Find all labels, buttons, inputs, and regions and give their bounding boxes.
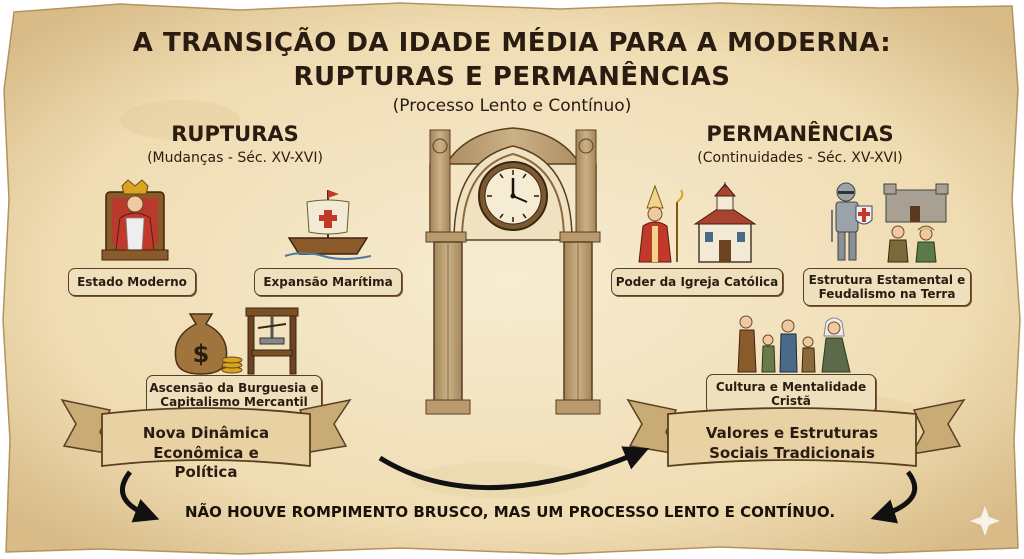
caravel-ship-icon [284, 190, 372, 260]
permanencias-heading: PERMANÊNCIAS [706, 122, 894, 146]
permanencias-subheading: (Continuidades - Séc. XV-XVI) [697, 150, 903, 166]
knight-castle-peasants-icon [831, 182, 949, 263]
praying-family-icon [737, 315, 851, 373]
footer-conclusion: NÃO HOUVE ROMPIMENTO BRUSCO, MAS UM PROC… [184, 503, 836, 521]
king-on-throne-icon [101, 179, 169, 261]
right-banner-text: Valores e Estruturas Sociais Tradicionai… [705, 424, 879, 462]
title-line-2: RUPTURAS E PERMANÊNCIAS [293, 62, 731, 92]
label-estrutura-estamental: Estrutura Estamental e Feudalismo na Ter… [803, 268, 971, 306]
gothic-arch-clock-icon [425, 127, 601, 415]
left-banner-scroll [60, 398, 352, 468]
sparkle-icon [970, 506, 1000, 536]
rupturas-subheading: (Mudanças - Séc. XV-XVI) [147, 150, 323, 166]
title-line-1: A TRANSIÇÃO DA IDADE MÉDIA PARA A MODERN… [132, 28, 892, 58]
center-arrow [378, 446, 650, 491]
svg-text:$: $ [193, 340, 210, 368]
right-banner-scroll [626, 398, 966, 467]
label-poder-igreja: Poder da Igreja Católica [611, 268, 783, 296]
right-curved-arrow [870, 470, 918, 524]
rupturas-heading: RUPTURAS [171, 122, 299, 146]
subtitle: (Processo Lento e Contínuo) [392, 96, 632, 116]
label-expansao-maritima: Expansão Marítima [254, 268, 402, 296]
money-bag-printing-press-icon: $ [174, 307, 299, 375]
left-banner-text: Nova Dinâmica Econômica e Política [142, 424, 270, 481]
label-estado-moderno: Estado Moderno [68, 268, 196, 296]
bishop-church-icon [638, 182, 757, 263]
left-curved-arrow [119, 470, 160, 523]
